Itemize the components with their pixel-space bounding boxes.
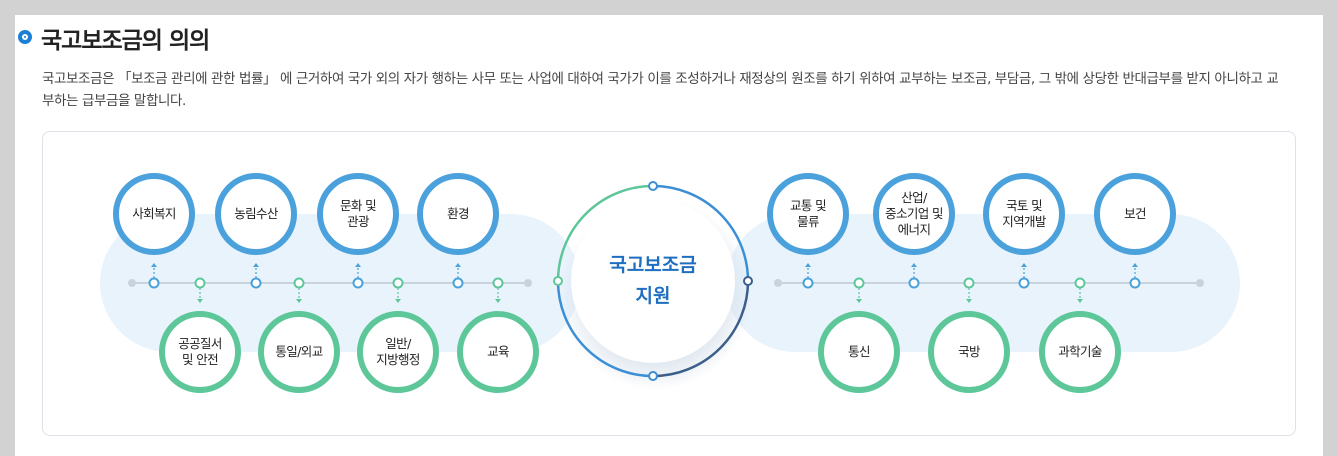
- category-label: 사회복지: [132, 206, 176, 221]
- center-arc-dot: [553, 276, 563, 286]
- category-node: 국방: [928, 311, 1010, 393]
- connector-arrow-icon: [495, 299, 501, 303]
- center-circle: [571, 199, 735, 363]
- category-label: 환경: [447, 206, 469, 221]
- category-label: 교육: [487, 344, 509, 359]
- connector-arrow-icon: [856, 299, 862, 303]
- timeline-dot: [293, 277, 305, 289]
- category-label: 국토 및 지역개발: [1002, 198, 1046, 229]
- title-bullet-icon: [18, 30, 32, 44]
- category-label: 문화 및 관광: [339, 198, 377, 229]
- category-node: 공공질서 및 안전: [159, 311, 241, 393]
- timeline-dot: [853, 277, 865, 289]
- timeline-end-dot: [1196, 279, 1204, 287]
- timeline-dot: [492, 277, 504, 289]
- timeline-dot: [352, 277, 364, 289]
- description-text: 국고보조금은 「보조금 관리에 관한 법률」 에 근거하여 국가 외의 자가 행…: [42, 71, 1279, 109]
- connector-arrow-icon: [1077, 299, 1083, 303]
- center-label: 국고보조금 지원: [609, 254, 697, 307]
- timeline-dot: [963, 277, 975, 289]
- category-node: 일반/ 지방행정: [357, 311, 439, 393]
- timeline-end-dot: [128, 279, 136, 287]
- connector-arrow-icon: [197, 299, 203, 303]
- center-arc-dark: [652, 280, 750, 378]
- category-node: 통일/외교: [258, 311, 340, 393]
- connector-arrow-icon: [395, 299, 401, 303]
- timeline-dot: [1129, 277, 1141, 289]
- category-node: 산업/ 중소기업 및 에너지: [873, 173, 955, 255]
- timeline-dot: [452, 277, 464, 289]
- category-label: 통일/외교: [275, 344, 323, 359]
- category-label: 보건: [1124, 206, 1146, 221]
- connector-arrow-icon: [966, 299, 972, 303]
- timeline-dot: [1018, 277, 1030, 289]
- category-label: 통신: [848, 344, 870, 359]
- connector-arrow-icon: [1021, 263, 1027, 267]
- center-arc-dot: [648, 181, 658, 191]
- category-node: 문화 및 관광: [317, 173, 399, 255]
- timeline-dot: [1074, 277, 1086, 289]
- connector-arrow-icon: [805, 263, 811, 267]
- category-label: 교통 및 물류: [789, 198, 827, 229]
- center-arc-green: [556, 184, 654, 282]
- category-label: 과학기술: [1058, 344, 1102, 359]
- center-arc-blue-left: [556, 280, 654, 378]
- timeline-dot: [392, 277, 404, 289]
- center-arc-dot: [648, 371, 658, 381]
- timeline-dot: [148, 277, 160, 289]
- category-label: 농림수산: [234, 206, 278, 221]
- category-node: 보건: [1094, 173, 1176, 255]
- connector-arrow-icon: [151, 263, 157, 267]
- timeline-dot: [194, 277, 206, 289]
- category-node: 환경: [417, 173, 499, 255]
- category-node: 사회복지: [113, 173, 195, 255]
- connector-arrow-icon: [355, 263, 361, 267]
- connector-arrow-icon: [455, 263, 461, 267]
- category-label: 산업/ 중소기업 및 에너지: [885, 190, 943, 237]
- timeline-dot: [908, 277, 920, 289]
- category-node: 통신: [818, 311, 900, 393]
- category-node: 농림수산: [215, 173, 297, 255]
- connector-arrow-icon: [911, 263, 917, 267]
- category-label: 국방: [958, 344, 980, 359]
- timeline-end-dot: [774, 279, 782, 287]
- timeline-dot: [802, 277, 814, 289]
- category-node: 교통 및 물류: [767, 173, 849, 255]
- connector-arrow-icon: [296, 299, 302, 303]
- category-node: 과학기술: [1039, 311, 1121, 393]
- center-arc-dot: [743, 276, 753, 286]
- category-label: 공공질서 및 안전: [178, 336, 222, 367]
- center-arc-blue-top: [652, 184, 750, 282]
- page-title: 국고보조금의 의의: [41, 28, 210, 54]
- timeline-end-dot: [524, 279, 532, 287]
- category-node: 교육: [457, 311, 539, 393]
- category-label: 일반/ 지방행정: [376, 336, 420, 367]
- connector-arrow-icon: [253, 263, 259, 267]
- timeline-dot: [250, 277, 262, 289]
- category-node: 국토 및 지역개발: [983, 173, 1065, 255]
- connector-arrow-icon: [1132, 263, 1138, 267]
